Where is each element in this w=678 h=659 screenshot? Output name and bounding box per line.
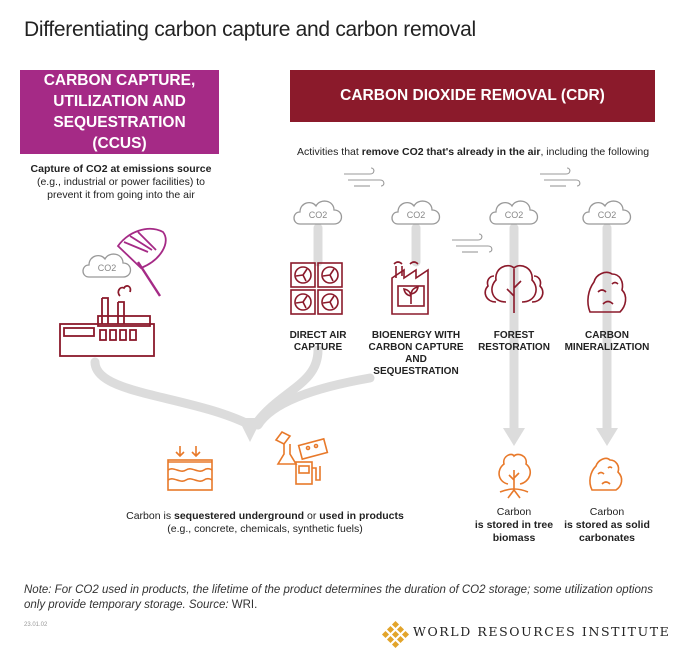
cdr-intro-pre: Activities that xyxy=(296,146,362,158)
cdr-intro-post: , including the following xyxy=(540,146,650,158)
cloud-label: CO2 xyxy=(98,263,117,273)
beccs-to-storage-line xyxy=(253,373,375,430)
footnote-text: Note: For CO2 used in products, the life… xyxy=(24,584,653,611)
forest-label: FOREST RESTORATION xyxy=(478,330,550,353)
wind-icon xyxy=(344,167,385,187)
wind-icon xyxy=(540,167,581,187)
wri-logo-icon xyxy=(381,620,410,649)
underground-storage-icon xyxy=(167,446,213,491)
ccus-header: CARBON CAPTURE, UTILIZATION AND SEQUESTR… xyxy=(20,70,219,154)
footnote: Note: For CO2 used in products, the life… xyxy=(24,583,654,613)
ccus-to-storage-line xyxy=(90,357,255,430)
tree-biomass-icon xyxy=(498,453,532,499)
mineral-label: CARBON MINERALIZATION xyxy=(564,330,650,353)
ccus-description-bold: Capture of CO2 at emissions source xyxy=(30,163,212,175)
cloud-label: CO2 xyxy=(598,210,617,220)
trees-icon xyxy=(484,264,544,313)
products-example: (e.g., concrete, chemicals, synthetic fu… xyxy=(167,523,363,535)
mineral-storage-bold: is stored as solid carbonates xyxy=(564,519,650,544)
footnote-source: WRI. xyxy=(228,599,258,611)
cdr-intro: Activities that remove CO2 that's alread… xyxy=(288,146,658,158)
cdr-intro-bold: remove CO2 that's already in the air xyxy=(361,146,541,158)
mineral-storage-pre: Carbon xyxy=(589,506,625,518)
ccus-description-rest: (e.g., industrial or power facilities) t… xyxy=(36,176,206,201)
ccus-description: Capture of CO2 at emissions source (e.g.… xyxy=(20,163,222,202)
storage-arrowhead xyxy=(238,418,262,442)
products-icon xyxy=(274,430,329,485)
bioenergy-factory-icon xyxy=(391,261,429,315)
document-code: 23.01.02 xyxy=(24,622,48,628)
solid-carbonate-icon xyxy=(589,457,623,491)
beccs-label: BIOENERGY WITH CARBON CAPTURE AND SEQUES… xyxy=(368,330,464,377)
forest-arrowhead xyxy=(503,428,525,446)
products-pre: Carbon is xyxy=(126,510,174,522)
wri-name: WORLD RESOURCES INSTITUTE xyxy=(413,624,671,639)
products-bold-underground: sequestered underground xyxy=(173,510,305,522)
cdr-header: CARBON DIOXIDE REMOVAL (CDR) xyxy=(290,70,655,122)
products-mid: or xyxy=(304,510,320,522)
page-title: Differentiating carbon capture and carbo… xyxy=(24,18,476,41)
factory-icon xyxy=(59,285,155,357)
fans-icon xyxy=(290,262,343,315)
products-text: Carbon is sequestered underground or use… xyxy=(120,510,410,536)
tree-storage-text: Carbon is stored in tree biomass xyxy=(469,506,559,545)
tree-storage-bold: is stored in tree biomass xyxy=(474,519,554,544)
dac-label: DIRECT AIR CAPTURE xyxy=(289,330,347,353)
tree-storage-pre: Carbon xyxy=(496,506,532,518)
cloud-label: CO2 xyxy=(309,210,328,220)
rock-icon xyxy=(587,271,627,313)
cloud-label: CO2 xyxy=(407,210,426,220)
mineral-storage-text: Carbon is stored as solid carbonates xyxy=(562,506,652,545)
products-bold-products: used in products xyxy=(319,510,404,522)
wind-icon xyxy=(452,233,493,253)
capture-net-icon xyxy=(116,227,167,297)
cloud-label: CO2 xyxy=(505,210,524,220)
mineral-arrowhead xyxy=(596,428,618,446)
